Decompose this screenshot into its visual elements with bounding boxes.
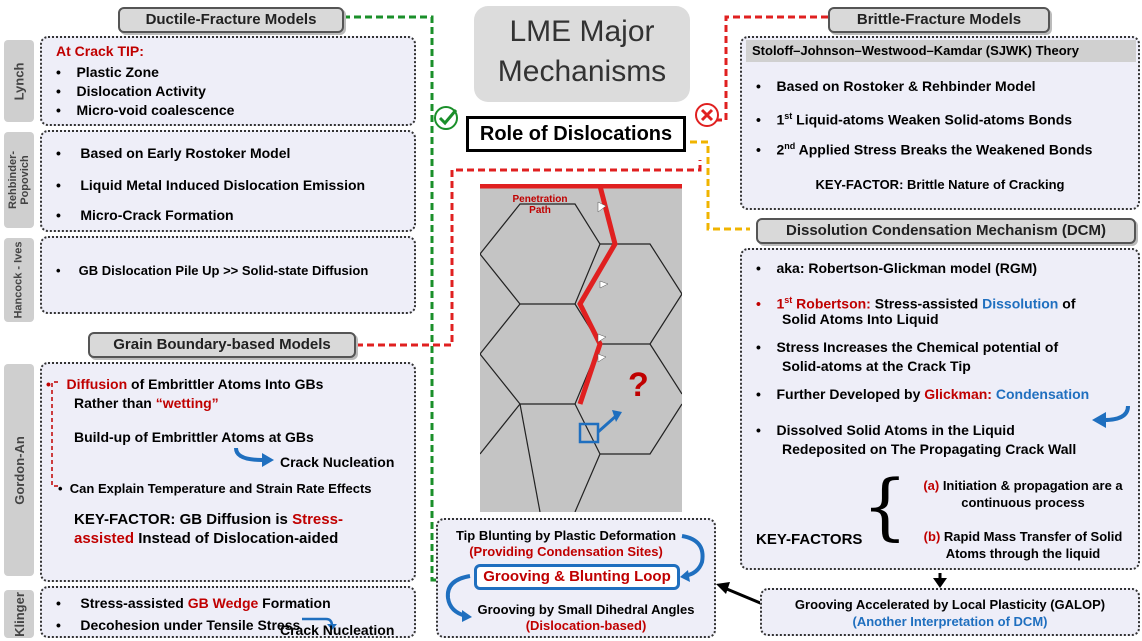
- gordon-line-2: Rather than “wetting”: [74, 395, 219, 411]
- dcm-b-2: Atoms through the liquid: [945, 546, 1101, 561]
- question-mark: ?: [628, 366, 649, 404]
- gordon-line-5: • Can Explain Temperature and Strain Rat…: [58, 481, 372, 496]
- lynch-label: Lynch: [4, 40, 34, 122]
- brittle-bullet-1: • Based on Rostoker & Rehbinder Model: [756, 78, 1036, 94]
- dcm-to-galop-arrowhead: [933, 578, 947, 588]
- condensation-arrow-icon: [1092, 405, 1130, 428]
- brittle-box: [740, 36, 1140, 210]
- crack-path: [577, 185, 618, 405]
- brittle-bullet-2: • 1st Liquid-atoms Weaken Solid-atoms Bo…: [756, 111, 1073, 128]
- lynch-box: [40, 36, 416, 126]
- gordon-key-1: KEY-FACTOR: GB Diffusion is Stress-: [74, 511, 343, 528]
- dcm-further: • Further Developed by Glickman: Condens…: [756, 386, 1090, 402]
- dcm-b-1: (b) Rapid Mass Transfer of Solid: [923, 529, 1123, 544]
- gordon-bracket: [51, 381, 58, 487]
- lynch-bullet-3: • Micro-void coalescence: [56, 102, 235, 118]
- dcm-dissolved-2: Redeposited on The Propagating Crack Wal…: [782, 441, 1077, 457]
- gordon-line-4: Crack Nucleation: [280, 454, 395, 470]
- galop-box: [760, 588, 1140, 636]
- loop-groove: Grooving by Small Dihedral Angles: [477, 602, 695, 617]
- dcm-robertson-2: Solid Atoms Into Liquid: [782, 311, 939, 327]
- loop-arrow-right-icon: [680, 534, 705, 582]
- klinger-line-1: • Stress-assisted GB Wedge Formation: [56, 595, 331, 611]
- title-box: [474, 6, 690, 102]
- gb-connector: [356, 160, 702, 347]
- rp-bullet-3: • Micro-Crack Formation: [56, 207, 234, 223]
- klinger-line-3: Crack Nucleation: [280, 622, 395, 638]
- dcm-a-1: (a) Initiation & propagation are a: [923, 478, 1123, 493]
- klinger-arrow-icon: [302, 617, 337, 630]
- gordon-box: [40, 362, 416, 582]
- crack-tip-marker: [578, 422, 600, 444]
- brittle-connector: [716, 15, 828, 122]
- dcm-dissolved-1: • Dissolved Solid Atoms in the Liquid: [756, 422, 1015, 438]
- keyfactors-brace: {: [862, 464, 908, 548]
- brittle-bullet-3: • 2nd Applied Stress Breaks the Weakened…: [756, 141, 1093, 158]
- dcm-a-2: continuous process: [961, 495, 1085, 510]
- dcm-connector: [690, 140, 750, 231]
- cross-icon: [695, 103, 719, 127]
- hi-bullet-1: • GB Dislocation Pile Up >> Solid-state …: [56, 263, 369, 278]
- dcm-robertson-1: • 1st Robertson: Stress-assisted Dissolu…: [756, 295, 1076, 312]
- loop-center: Grooving & Blunting Loop: [474, 564, 680, 590]
- gordon-line-1: • Diffusion of Embrittler Atoms Into GBs: [46, 376, 324, 392]
- rp-label: Rehbinder-Popovich: [4, 132, 34, 228]
- loop-tip: Tip Blunting by Plastic Deformation: [455, 528, 677, 543]
- rp-box: [40, 130, 416, 232]
- klinger-label: Klinger: [4, 590, 34, 638]
- klinger-line-2: • Decohesion under Tensile Stress: [56, 617, 301, 633]
- ductile-header: Ductile-Fracture Models: [118, 7, 344, 33]
- gb-header: Grain Boundary-based Models: [88, 332, 356, 358]
- gordon-label: Gordon-An: [4, 364, 34, 576]
- gordon-line-3: Build-up of Embrittler Atoms at GBs: [74, 429, 314, 445]
- lynch-bullet-1: • Plastic Zone: [56, 64, 159, 80]
- lynch-bullet-2: • Dislocation Activity: [56, 83, 206, 99]
- grain-micrograph: [480, 184, 682, 512]
- rp-bullet-2: • Liquid Metal Induced Dislocation Emiss…: [56, 177, 366, 193]
- check-icon: [434, 106, 458, 130]
- klinger-box: [40, 586, 416, 638]
- galop-line-2: (Another Interpretation of DCM): [852, 614, 1048, 629]
- dcm-stress-2: Solid-atoms at the Crack Tip: [782, 358, 971, 374]
- lynch-heading: At Crack TIP:: [56, 43, 144, 59]
- brittle-header: Brittle-Fracture Models: [828, 7, 1050, 33]
- galop-arrow: [721, 585, 766, 607]
- dcm-header: Dissolution Condensation Mechanism (DCM): [756, 218, 1136, 244]
- hi-label: Hancock - Ives: [4, 238, 34, 322]
- dcm-aka: • aka: Robertson-Glickman model (RGM): [756, 260, 1038, 276]
- crack-arrow-icon: [234, 447, 274, 467]
- role-of-dislocations: Role of Dislocations: [466, 116, 686, 152]
- loop-arrow-left-icon: [445, 574, 472, 622]
- sjwk-title: Stoloff–Johnson–Westwood–Kamdar (SJWK) T…: [746, 40, 1136, 62]
- rp-bullet-1: • Based on Early Rostoker Model: [56, 145, 291, 161]
- galop-line-1: Grooving Accelerated by Local Plasticity…: [794, 597, 1106, 612]
- page-title: LME Major Mechanisms: [497, 15, 667, 88]
- dcm-box: [740, 248, 1140, 570]
- loop-tip-sub: (Providing Condensation Sites): [469, 544, 663, 559]
- loop-groove-sub: (Dislocation-based): [525, 618, 647, 633]
- gordon-key-2: assisted Instead of Dislocation-aided: [74, 530, 339, 547]
- dcm-stress-1: • Stress Increases the Chemical potentia…: [756, 339, 1059, 355]
- hi-box: [40, 236, 416, 314]
- galop-arrowhead: [716, 582, 730, 594]
- dcm-keyfactors: KEY-FACTORS: [756, 531, 863, 548]
- brittle-key: KEY-FACTOR: Brittle Nature of Cracking: [815, 177, 1065, 192]
